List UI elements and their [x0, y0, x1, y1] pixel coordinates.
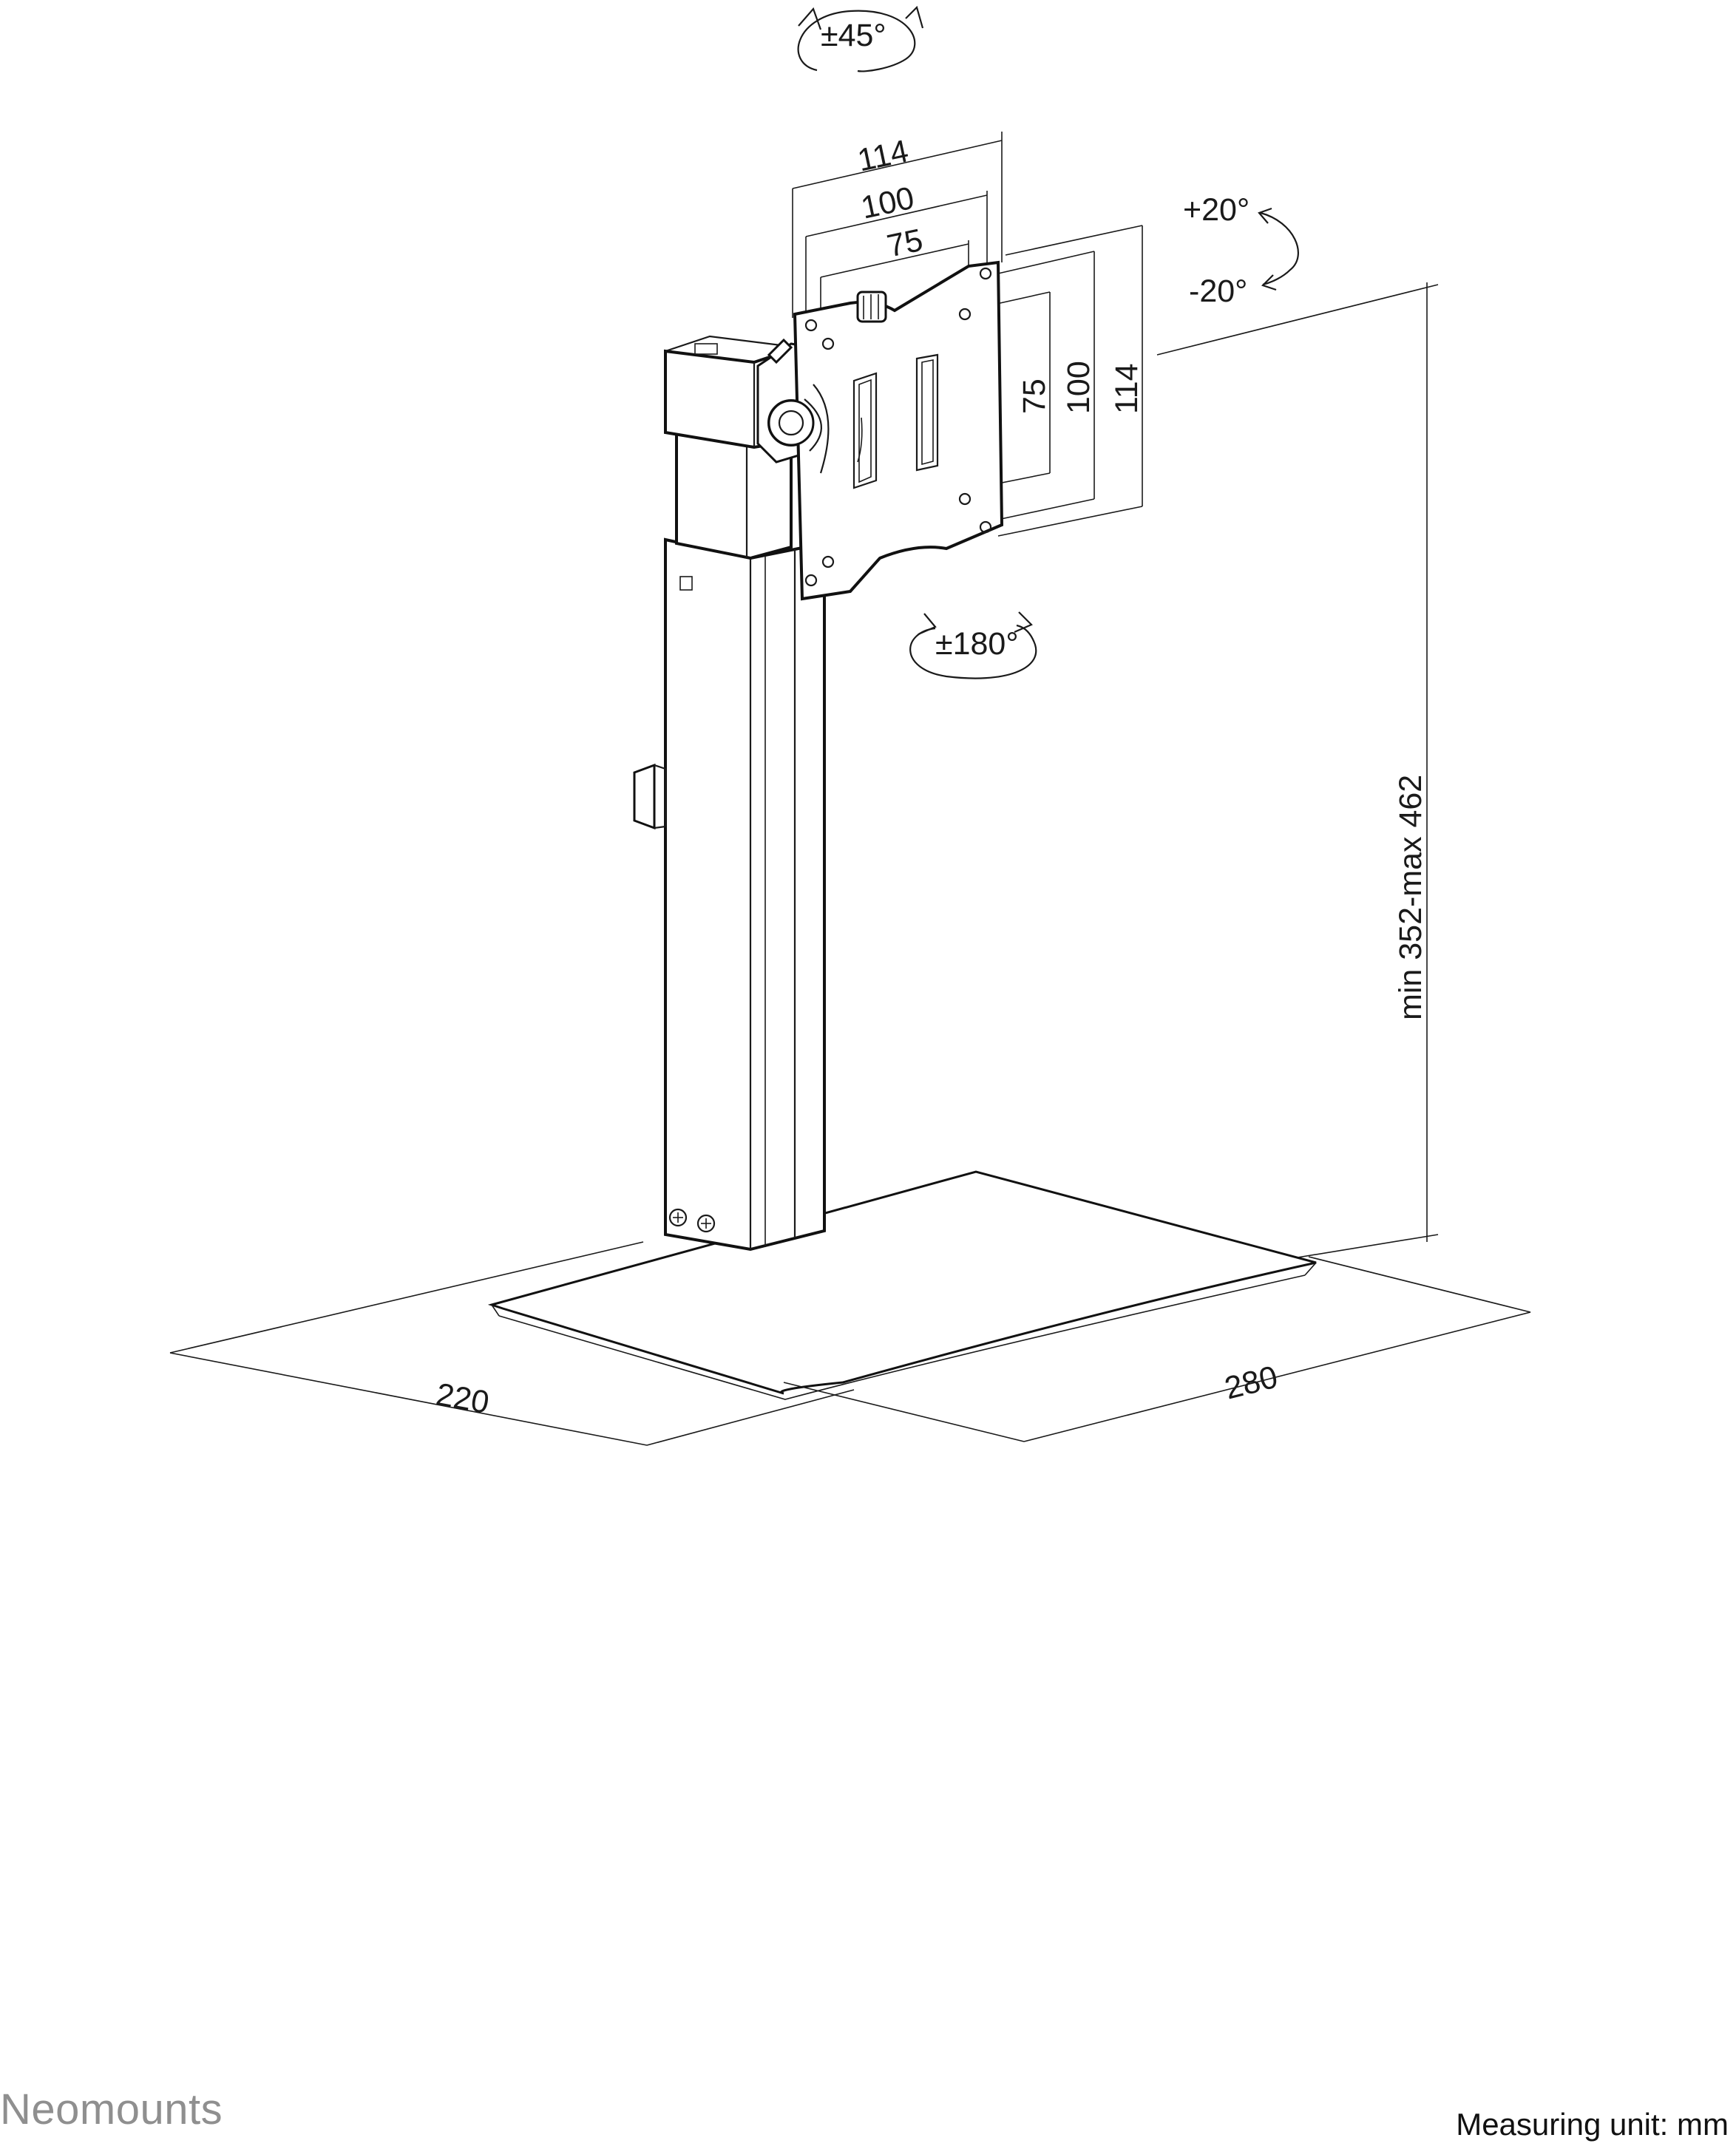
measuring-unit: Measuring unit: mm: [1456, 2107, 1729, 2142]
rotation-label: ±180°: [935, 626, 1019, 662]
vesa-width-75: 75: [884, 223, 926, 265]
tilt-down-label: -20°: [1189, 274, 1247, 309]
vesa-height-75: 75: [1017, 378, 1052, 414]
height-label: min 352-max 462: [1393, 775, 1428, 1020]
height-dimension: min 352-max 462: [1156, 282, 1439, 1265]
tilt-up-label: +20°: [1183, 192, 1250, 228]
brand-logo: Neomounts: [0, 2085, 223, 2133]
vesa-width-100: 100: [858, 180, 917, 226]
vesa-height-114: 114: [1109, 363, 1145, 414]
vesa-height-dimensions: 75 100 114: [975, 225, 1145, 537]
vesa-height-100: 100: [1061, 361, 1096, 414]
vesa-plate: [767, 260, 1004, 601]
swivel-label: ±45°: [821, 18, 886, 53]
width-label: 280: [1221, 1359, 1281, 1407]
vesa-width-dimensions: 114 100 75: [792, 132, 1003, 318]
vesa-width-114: 114: [855, 133, 912, 178]
stand-base: [487, 1170, 1317, 1400]
rotation-indicator: ±180°: [909, 611, 1037, 679]
depth-label: 220: [433, 1376, 492, 1421]
swivel-indicator: ±45°: [797, 5, 924, 72]
tilt-indicator: +20° -20°: [1183, 192, 1299, 309]
stand-column: [633, 335, 826, 1252]
